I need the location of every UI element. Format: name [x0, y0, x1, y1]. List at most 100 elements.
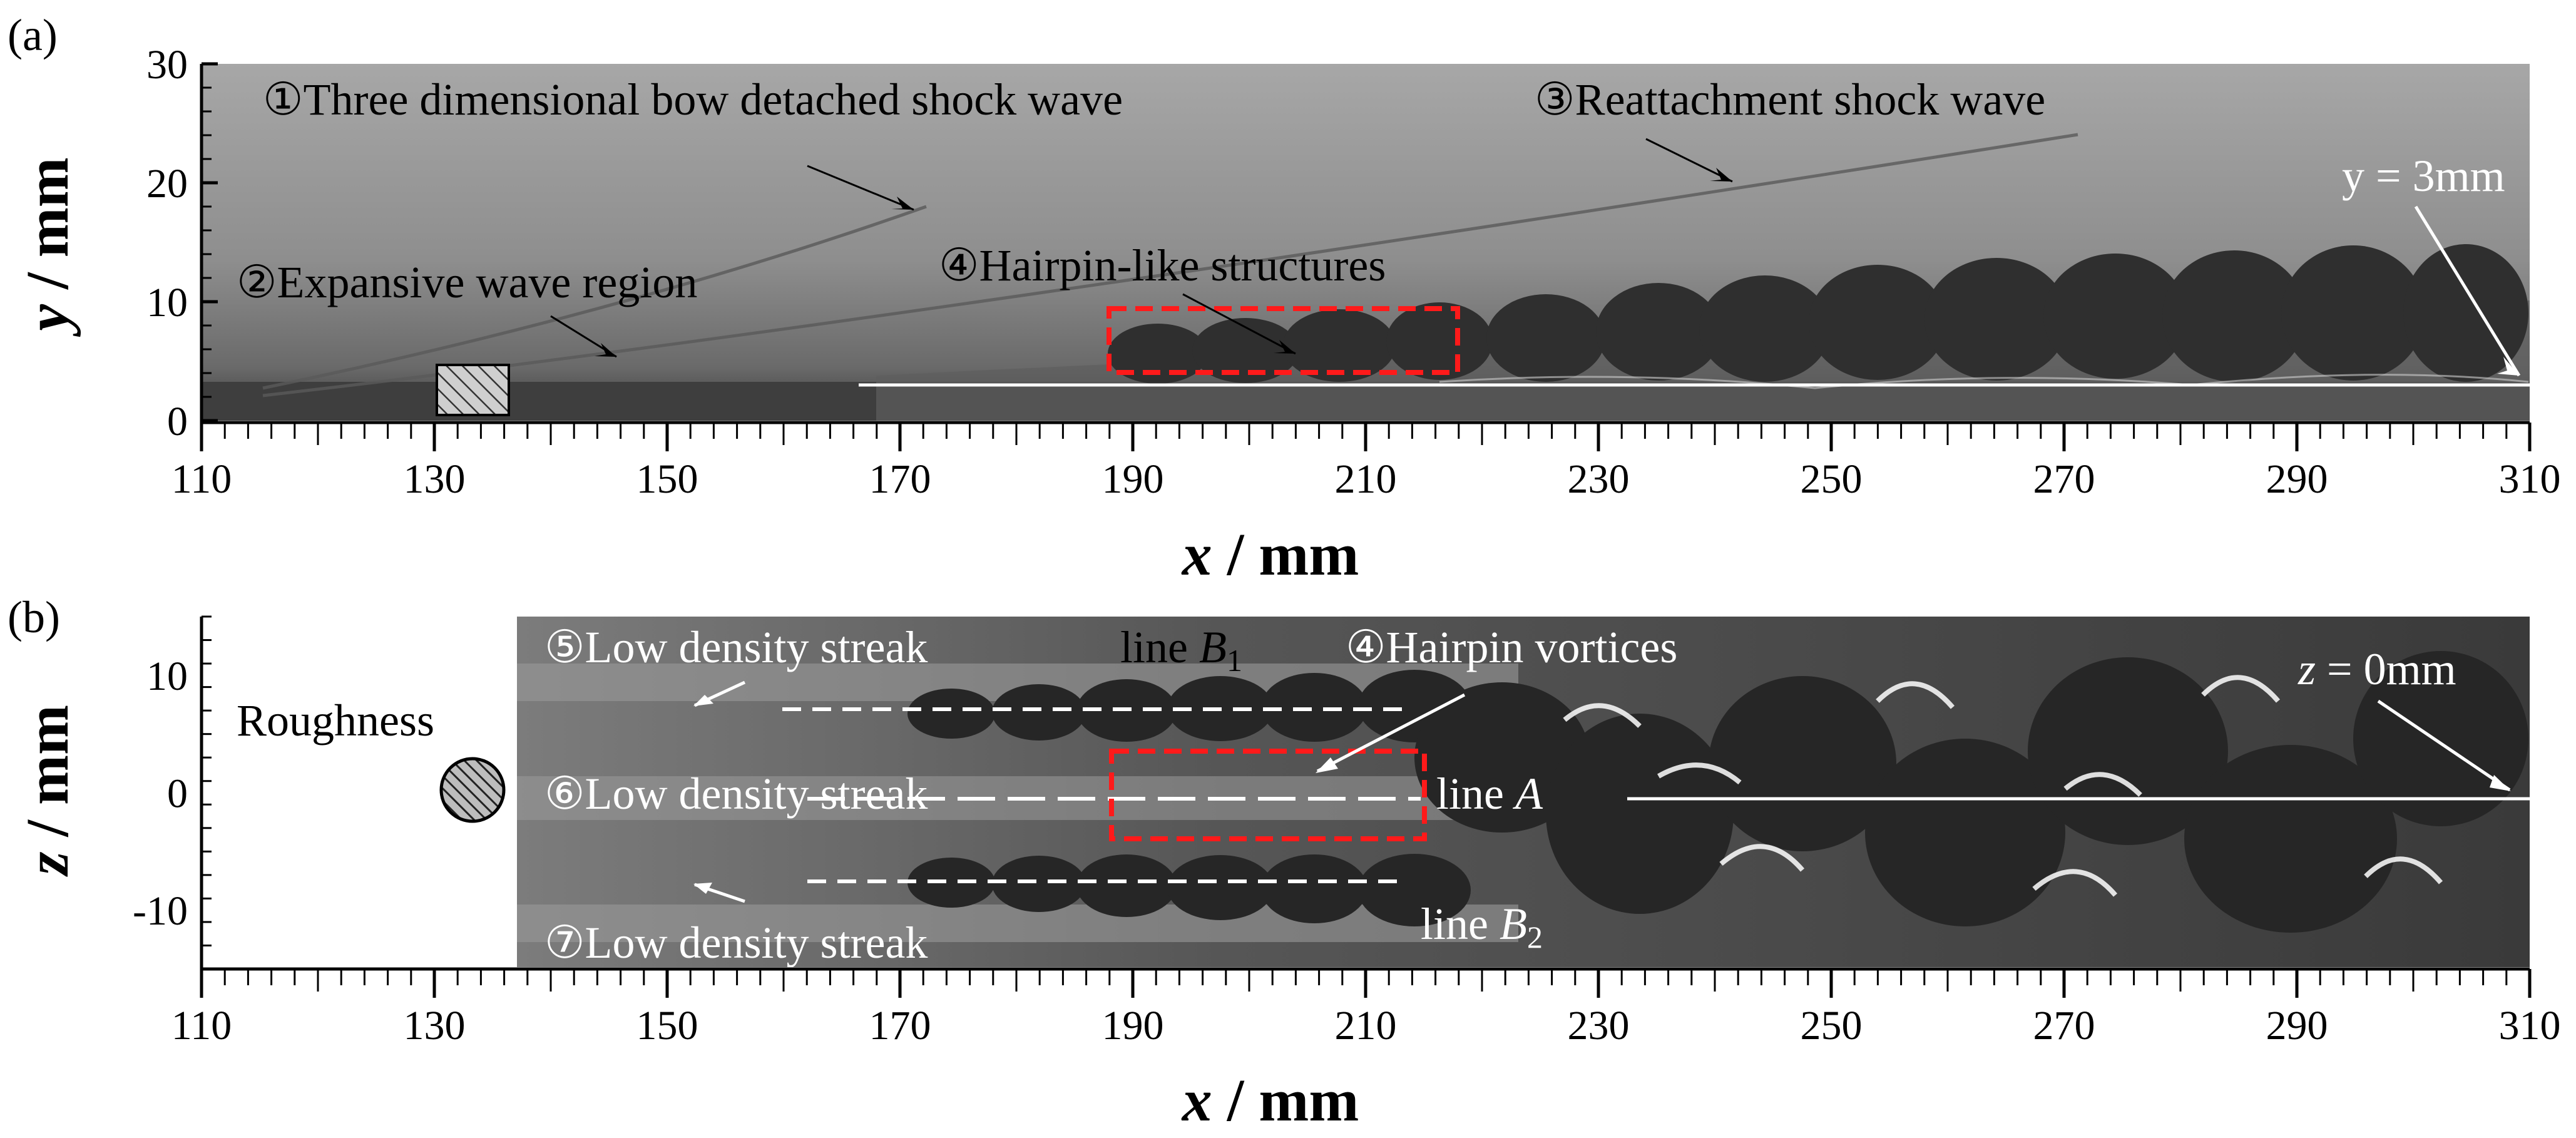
reattachment-label: ③Reattachment shock wave — [1535, 74, 2045, 125]
roughness-element-side — [436, 364, 510, 416]
x-tick-label: 270 — [2033, 1003, 2095, 1048]
bow-shock-arrowhead — [891, 197, 914, 210]
x-tick-label: 230 — [1568, 456, 1630, 502]
x-tick-label: 130 — [404, 456, 466, 502]
x-tick-label: 310 — [2499, 456, 2561, 502]
x-tick-label: 210 — [1335, 456, 1397, 502]
bow-shock-leader — [807, 165, 914, 211]
y-tick-label: 10 — [146, 654, 188, 699]
x-tick-label: 110 — [171, 1003, 232, 1048]
hairpin-label-a: ④Hairpin-like structures — [939, 240, 1386, 290]
y3mm-arrowhead — [2497, 357, 2519, 376]
line-b2-label: line B2 — [1421, 899, 1543, 955]
streak-bot-arrowhead — [693, 883, 712, 894]
hairpin-box-b — [1109, 749, 1427, 841]
panel-b-zlabel-unit: / mm — [14, 705, 81, 852]
z0mm-var: z — [2297, 644, 2316, 694]
y-tick-label: 0 — [167, 399, 188, 444]
panel-b-flow-structures — [517, 651, 2528, 942]
line-a-base: line — [1436, 769, 1515, 819]
reattachment-leader — [1645, 138, 1733, 183]
x-tick-label: 150 — [636, 456, 698, 502]
line-b1-sub: 1 — [1227, 643, 1242, 678]
x-tick-label: 270 — [2033, 456, 2095, 502]
panel-b-z-tick-labels: 10 0 -10 — [133, 654, 188, 934]
expansive-label: ②Expansive wave region — [237, 257, 697, 307]
panel-a-y-tick-labels: 0 10 20 30 — [146, 42, 188, 444]
panel-a-ylabel-unit: / mm — [14, 157, 81, 304]
x-tick-label: 310 — [2499, 1003, 2561, 1048]
x-tick-label: 250 — [1801, 456, 1863, 502]
panel-a-xlabel-var: x — [1181, 521, 1212, 588]
x-tick-label: 150 — [636, 1003, 698, 1048]
streak-top-arrowhead — [693, 695, 713, 706]
z0mm-rest: = 0mm — [2316, 644, 2456, 694]
z0mm-leader — [2377, 699, 2511, 792]
x-tick-label: 190 — [1102, 1003, 1164, 1048]
x-tick-label: 190 — [1102, 456, 1164, 502]
line-b1-label: line B1 — [1120, 622, 1242, 678]
panel-a-tag: (a) — [8, 10, 58, 60]
y-tick-label: 10 — [146, 280, 188, 326]
line-a-var: A — [1513, 769, 1543, 819]
roughness-label: Roughness — [237, 695, 434, 746]
panel-a: (a) — [8, 10, 2561, 588]
z0mm-label: z = 0mm — [2297, 644, 2456, 694]
panel-a-xlabel: x / mm — [1181, 521, 1359, 588]
panel-b-zlabel-var: z — [14, 852, 81, 877]
hairpin-leader-b — [1316, 693, 1466, 773]
y-tick-label: -10 — [133, 888, 188, 934]
panel-b-axes: 110 130 150 170 190 210 230 250 270 290 310 10 0 -10 — [133, 615, 2561, 1048]
roughness-element-top — [439, 757, 506, 823]
panel-b-x-ticks — [200, 969, 2532, 998]
x-tick-label: 230 — [1568, 1003, 1630, 1048]
streak-top-label: ⑤Low density streak — [544, 622, 928, 672]
hairpin-box-a — [1107, 306, 1460, 375]
panel-b-xlabel-var: x — [1181, 1067, 1212, 1134]
y-tick-label: 30 — [146, 42, 188, 88]
streak-mid-label: ⑥Low density streak — [544, 769, 928, 819]
line-b2-var: B — [1500, 899, 1527, 949]
panel-b-zlabel: z / mm — [14, 705, 81, 877]
x-tick-label: 290 — [2266, 1003, 2328, 1048]
y-tick-label: 20 — [146, 161, 188, 207]
hairpin-label-b: ④Hairpin vortices — [1346, 622, 1677, 672]
line-b1-var: B — [1199, 622, 1227, 672]
y-tick-label: 0 — [167, 771, 188, 817]
panel-b: (b) — [8, 592, 2561, 1134]
x-tick-label: 170 — [869, 1003, 931, 1048]
x-tick-label: 290 — [2266, 456, 2328, 502]
panel-a-y-ticks — [202, 62, 218, 423]
panel-a-flow-structures — [202, 133, 2530, 421]
x-tick-label: 110 — [171, 456, 232, 502]
line-b1-base: line — [1120, 622, 1199, 672]
reattachment-arrowhead — [1710, 168, 1732, 182]
line-b2-base: line — [1421, 899, 1500, 949]
panel-a-ylabel: y / mm — [14, 157, 81, 337]
y3mm-label: y = 3mm — [2342, 151, 2505, 201]
panel-a-x-tick-labels: 110 130 150 170 190 210 230 250 270 290 310 — [171, 456, 2561, 502]
panel-a-ylabel-var: y — [14, 304, 81, 337]
line-b2-sub: 2 — [1527, 920, 1543, 955]
y3mm-leader — [2414, 205, 2521, 377]
streak-bot-label: ⑦Low density streak — [544, 918, 928, 968]
line-a-label: line A — [1436, 769, 1543, 819]
z0mm-arrowhead — [2490, 775, 2511, 791]
panel-b-xlabel: x / mm — [1181, 1067, 1359, 1134]
expansive-arrowhead — [595, 343, 616, 357]
panel-a-xlabel-unit: / mm — [1212, 521, 1359, 588]
panel-b-xlabel-unit: / mm — [1212, 1067, 1359, 1134]
x-tick-label: 170 — [869, 456, 931, 502]
bow-shock-label: ①Three dimensional bow detached shock wa… — [263, 74, 1123, 125]
panel-a-x-ticks — [200, 423, 2532, 451]
panel-b-x-tick-labels: 110 130 150 170 190 210 230 250 270 290 310 — [171, 1003, 2561, 1048]
x-tick-label: 130 — [404, 1003, 466, 1048]
x-tick-label: 210 — [1335, 1003, 1397, 1048]
hairpin-leader-a — [1182, 293, 1296, 355]
x-tick-label: 250 — [1801, 1003, 1863, 1048]
hairpin-arrowhead-b — [1316, 757, 1338, 773]
panel-b-z-ticks — [202, 615, 212, 970]
hairpin-arrowhead-a — [1274, 340, 1296, 354]
panel-b-tag: (b) — [8, 592, 60, 642]
